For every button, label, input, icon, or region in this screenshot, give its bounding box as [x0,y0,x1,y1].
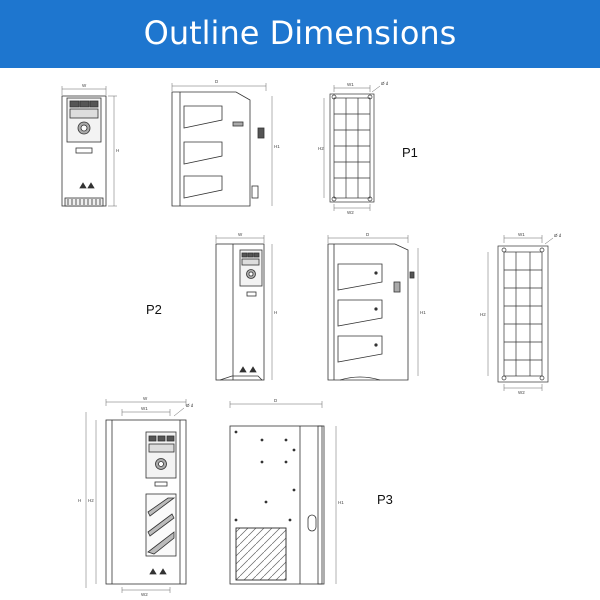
p2-side-view [327,243,415,381]
p3-side-dimensions: D H1 [229,398,344,584]
p1-side-dimensions: D H1 [171,79,280,206]
p3-height-label: H [78,498,81,503]
p1-hole-label: Ø d [381,81,389,86]
p3-width-label: W [143,396,148,401]
p2-width-label: W [238,232,243,237]
p2-label: P2 [146,302,162,317]
p3-hole-label: Ø d [186,403,194,408]
p2-hole-label: Ø d [554,233,562,238]
p3-label: P3 [377,492,393,507]
p2-front-dimensions: W H [215,232,277,380]
p3-side-view [229,425,325,585]
p2-depth-label: D [366,232,370,237]
p2-mount-height-label: H1 [420,310,426,315]
p1-depth-label: D [215,79,219,84]
p3-front-dimensions: W W1 W2 H H2 Ø d [78,396,194,597]
p2-height-label: H [274,310,277,315]
p3-depth-label: D [274,398,278,403]
p3-front-view [105,419,187,585]
p2-mount-width-label: W1 [518,232,525,237]
p2-back-dimensions: W1 W2 H2 Ø d [480,232,562,395]
p1-front-dimensions: W H [61,83,119,207]
p3-mount-width-label: W1 [141,406,148,411]
header-banner [0,0,600,68]
p2-bottom-width-label: W2 [518,390,525,395]
p3-mount-height-label: H1 [338,500,344,505]
p1-label: P1 [402,145,418,160]
p2-back-view [497,245,549,383]
p1-front-view [61,95,107,207]
p1-mount-width-label: W1 [347,82,354,87]
p1-bottom-width-label: W2 [347,210,354,215]
p3-mount-side-label: H2 [88,498,94,503]
page-title: Outline Dimensions [143,14,457,52]
p1-mount-side-label: H2 [318,146,324,151]
p3-bottom-width-label: W2 [141,592,148,597]
p1-side-view [171,91,265,207]
p2-front-view [215,243,265,381]
p2-mount-side-label: H2 [480,312,486,317]
p1-width-label: W [82,83,87,88]
p1-back-view [329,93,375,203]
p1-back-dimensions: W1 W2 H2 Ø d [318,81,389,215]
p2-side-dimensions: D H1 [327,232,426,376]
p1-mount-height-label: H1 [274,144,280,149]
p1-height-label: H [116,148,119,153]
